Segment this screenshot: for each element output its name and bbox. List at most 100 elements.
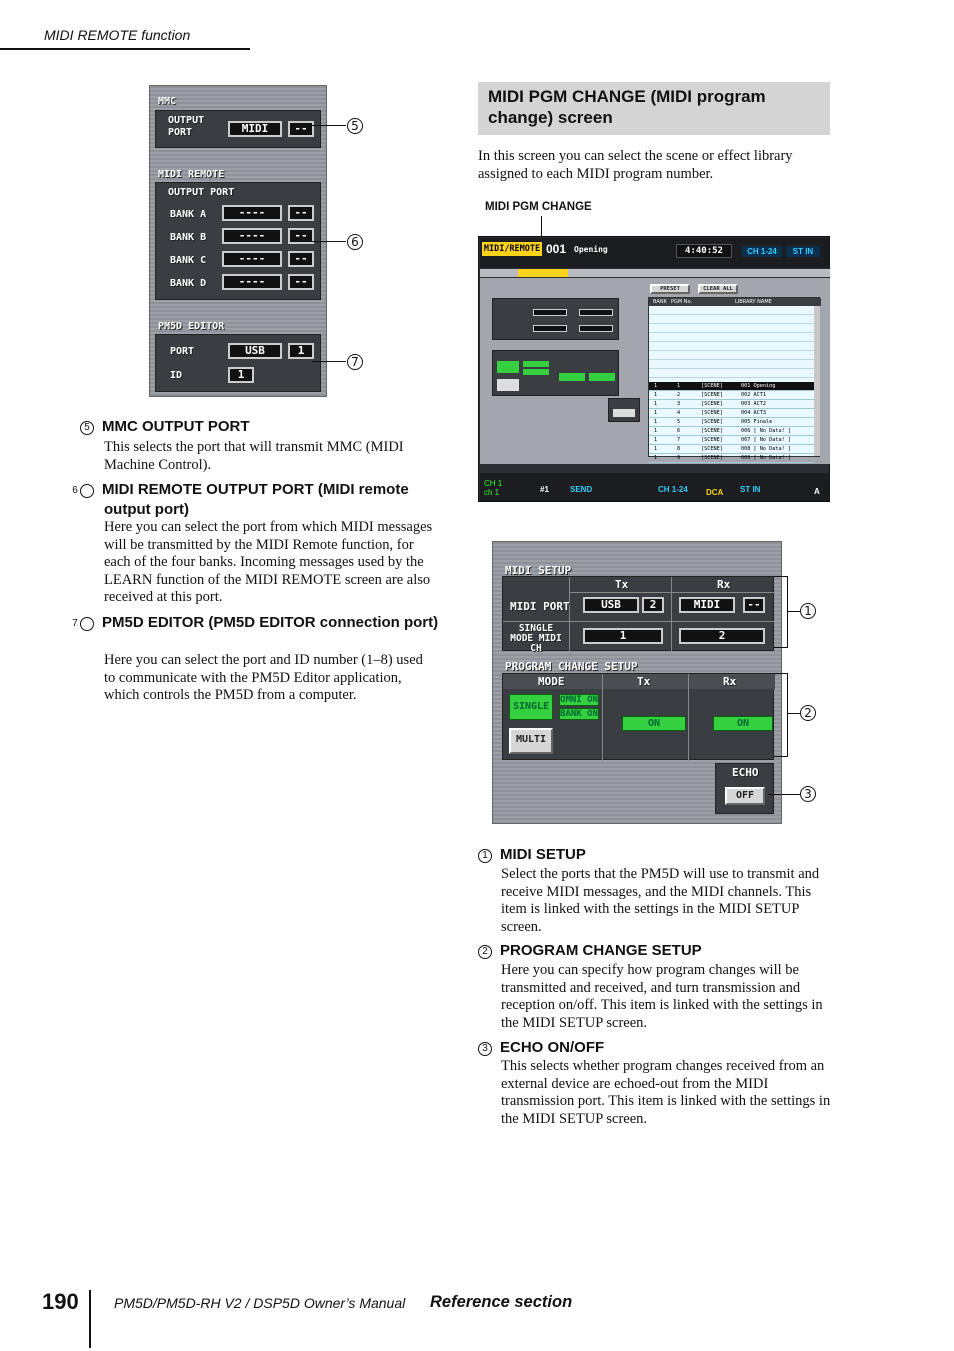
- tx-midi-ch[interactable]: 1: [583, 628, 663, 644]
- clear-all-button[interactable]: CLEAR ALL: [698, 284, 738, 294]
- mini-echo: [608, 398, 640, 422]
- mini-tx-ch: [533, 325, 567, 332]
- cell-bank: 1: [654, 419, 658, 425]
- pc-tx-header: Tx: [637, 675, 651, 688]
- cell-name: 002 ACT1: [741, 392, 766, 398]
- send-label: SEND: [570, 485, 593, 494]
- cell-bank: 1: [654, 437, 658, 443]
- callout-7: 7: [347, 354, 363, 370]
- cell-name: 006 [ No Data! ]: [741, 428, 791, 434]
- meter-st-in: ST IN: [786, 246, 820, 257]
- col-pgm-no: PGM No.: [671, 299, 693, 305]
- mini-rx-ch: [579, 325, 613, 332]
- pc-rx-header: Rx: [723, 675, 737, 688]
- cell-type: [SCENE]: [701, 383, 723, 389]
- item-5-body: This selects the port that will transmit…: [104, 439, 404, 473]
- bank-on-button[interactable]: BANK ON: [559, 708, 599, 720]
- editor-port-select[interactable]: USB: [228, 343, 282, 359]
- callout-line-7: [312, 361, 346, 362]
- pm5d-editor-title: PM5D EDITOR: [158, 321, 225, 332]
- editor-port-num[interactable]: 1: [288, 343, 314, 359]
- cell-bank: 1: [654, 455, 658, 461]
- midi-remote-box: OUTPUT PORT BANK A ---- -- BANK B ---- -…: [155, 182, 321, 300]
- mini-midi-setup: [492, 298, 619, 340]
- rx-on-button[interactable]: ON: [713, 716, 773, 731]
- mmc-output-port-num[interactable]: --: [288, 121, 314, 137]
- preset-button[interactable]: PRESET: [650, 284, 690, 294]
- bank-a-num[interactable]: --: [288, 205, 314, 221]
- bank-c-num[interactable]: --: [288, 251, 314, 267]
- editor-id-select[interactable]: 1: [228, 367, 254, 383]
- cell-pgm: 1: [677, 383, 681, 389]
- item-7-body: Here you can select the port and ID numb…: [104, 652, 423, 703]
- midi-remote-title: MIDI REMOTE: [158, 169, 225, 180]
- bank-b-select[interactable]: ----: [222, 228, 282, 244]
- pc-setup-title: PROGRAM CHANGE SETUP: [505, 660, 638, 673]
- table-scrollbar[interactable]: [814, 306, 820, 456]
- col-bank: BANK: [653, 299, 667, 305]
- empty-rows: [649, 306, 814, 381]
- cell-type: [SCENE]: [701, 392, 723, 398]
- section-intro: In this screen you can select the scene …: [478, 148, 793, 182]
- tx-port-num[interactable]: 2: [642, 597, 664, 613]
- mini-echo-off: [613, 409, 635, 417]
- divider: [671, 577, 672, 652]
- cell-type: [SCENE]: [701, 455, 723, 461]
- bank-d-select[interactable]: ----: [222, 274, 282, 290]
- bank-c-select[interactable]: ----: [222, 251, 282, 267]
- item-6-body: Here you can select the port from which …: [104, 519, 433, 605]
- scene-number: 001: [546, 242, 567, 256]
- single-button[interactable]: SINGLE: [509, 694, 553, 720]
- screen-title: MIDI/REMOTE: [482, 242, 542, 256]
- mini-tx-on: [559, 373, 585, 381]
- cell-pgm: 6: [677, 428, 681, 434]
- rx-port-num[interactable]: --: [743, 597, 765, 613]
- callout-5: 5: [347, 118, 363, 134]
- bank-b-label: BANK B: [170, 232, 207, 243]
- tx-port-select[interactable]: USB: [583, 597, 639, 613]
- cell-pgm: 4: [677, 410, 681, 416]
- tx-on-button[interactable]: ON: [622, 716, 686, 731]
- multi-button[interactable]: MULTI: [509, 728, 553, 754]
- mmc-title: MMC: [158, 96, 177, 107]
- bank-b-num[interactable]: --: [288, 228, 314, 244]
- st-in-label: ST IN: [740, 485, 761, 494]
- bank-d-num[interactable]: --: [288, 274, 314, 290]
- callout-1: 1: [800, 603, 816, 619]
- screen-tab-row: [480, 269, 830, 277]
- tab-midi-pgm-change[interactable]: [518, 269, 568, 277]
- cell-name: 009 [ No Data! ]: [741, 455, 791, 461]
- midi-setup-box: Tx Rx MIDI PORT USB 2 MIDI -- SINGLE MOD…: [502, 576, 775, 654]
- mmc-output-port-select[interactable]: MIDI: [228, 121, 282, 137]
- mini-rx-port: [579, 309, 613, 316]
- cell-pgm: 7: [677, 437, 681, 443]
- screen-caption: MIDI PGM CHANGE: [485, 201, 592, 213]
- bank-d-label: BANK D: [170, 278, 207, 289]
- output-port-label: OUTPUT PORT: [168, 115, 205, 138]
- bank-a-select[interactable]: ----: [222, 205, 282, 221]
- cell-bank: 1: [654, 401, 658, 407]
- rx-port-select[interactable]: MIDI: [679, 597, 735, 613]
- footer-section: Reference section: [430, 1293, 573, 1311]
- cell-pgm: 8: [677, 446, 681, 452]
- rx-midi-ch[interactable]: 2: [679, 628, 765, 644]
- omni-on-button[interactable]: OMNI ON: [559, 694, 599, 706]
- cell-name: 005 Finale: [741, 419, 773, 425]
- pm5d-editor-box: PORT USB 1 ID 1: [155, 334, 321, 392]
- divider: [569, 592, 775, 593]
- mini-rx-on: [589, 373, 615, 381]
- cell-bank: 1: [654, 410, 658, 416]
- echo-off-button[interactable]: OFF: [725, 787, 765, 805]
- echo-box: ECHO OFF: [715, 763, 774, 814]
